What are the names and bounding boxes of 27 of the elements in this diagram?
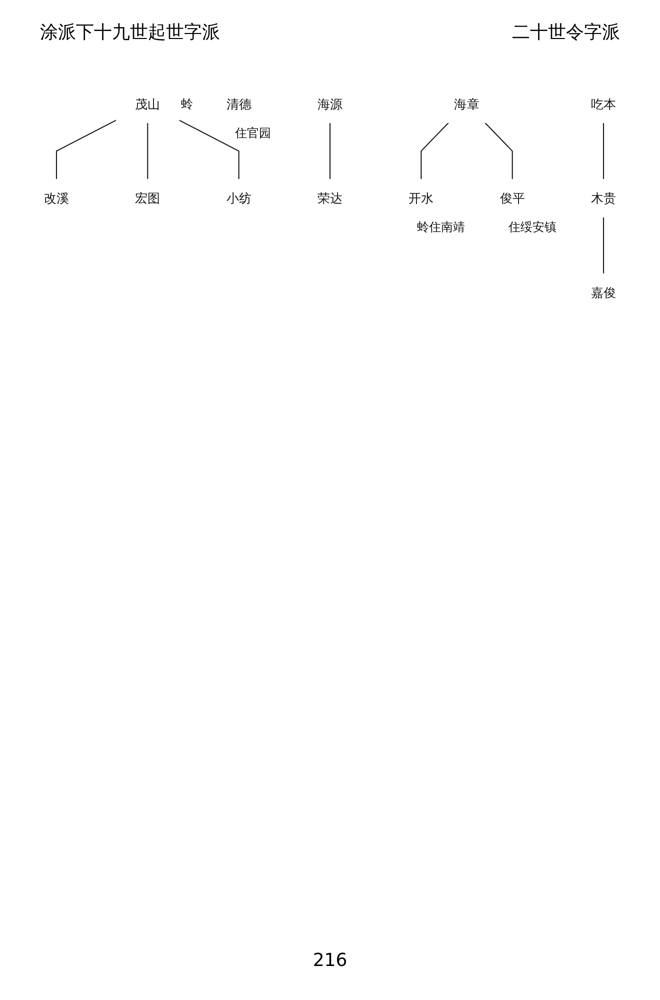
side-note: 蛉住南靖 xyxy=(417,219,466,236)
node-text: 木贵 xyxy=(590,190,616,206)
node-text: 茂山 xyxy=(135,96,160,112)
node-text: 海章 xyxy=(454,96,480,112)
generation-heading: 涂派下十九世起世字派 xyxy=(40,21,220,44)
side-note: 住官园 xyxy=(234,124,271,141)
node-text: 改溪 xyxy=(44,190,70,206)
node-text: 清德 xyxy=(226,96,252,112)
node-text: 嘉俊 xyxy=(590,284,616,300)
node-text: 俊平 xyxy=(500,190,525,206)
side-note: 蛉 xyxy=(181,96,194,112)
connector xyxy=(603,122,604,180)
connector xyxy=(420,122,449,180)
node-text: 吃本 xyxy=(590,96,616,112)
connector xyxy=(56,120,116,180)
node-text: 小纺 xyxy=(226,190,252,206)
side-note: 住绥安镇 xyxy=(508,219,556,236)
page-number: 216 xyxy=(312,950,348,971)
node-text: 荣达 xyxy=(317,190,343,206)
connector xyxy=(484,122,513,180)
connector xyxy=(147,122,148,180)
node-text: 开水 xyxy=(408,190,434,206)
node-text: 海源 xyxy=(317,96,343,112)
connector xyxy=(603,217,604,274)
node-text: 宏图 xyxy=(135,190,160,206)
generation-heading: 二十世令字派 xyxy=(512,21,620,44)
connector xyxy=(178,120,240,180)
